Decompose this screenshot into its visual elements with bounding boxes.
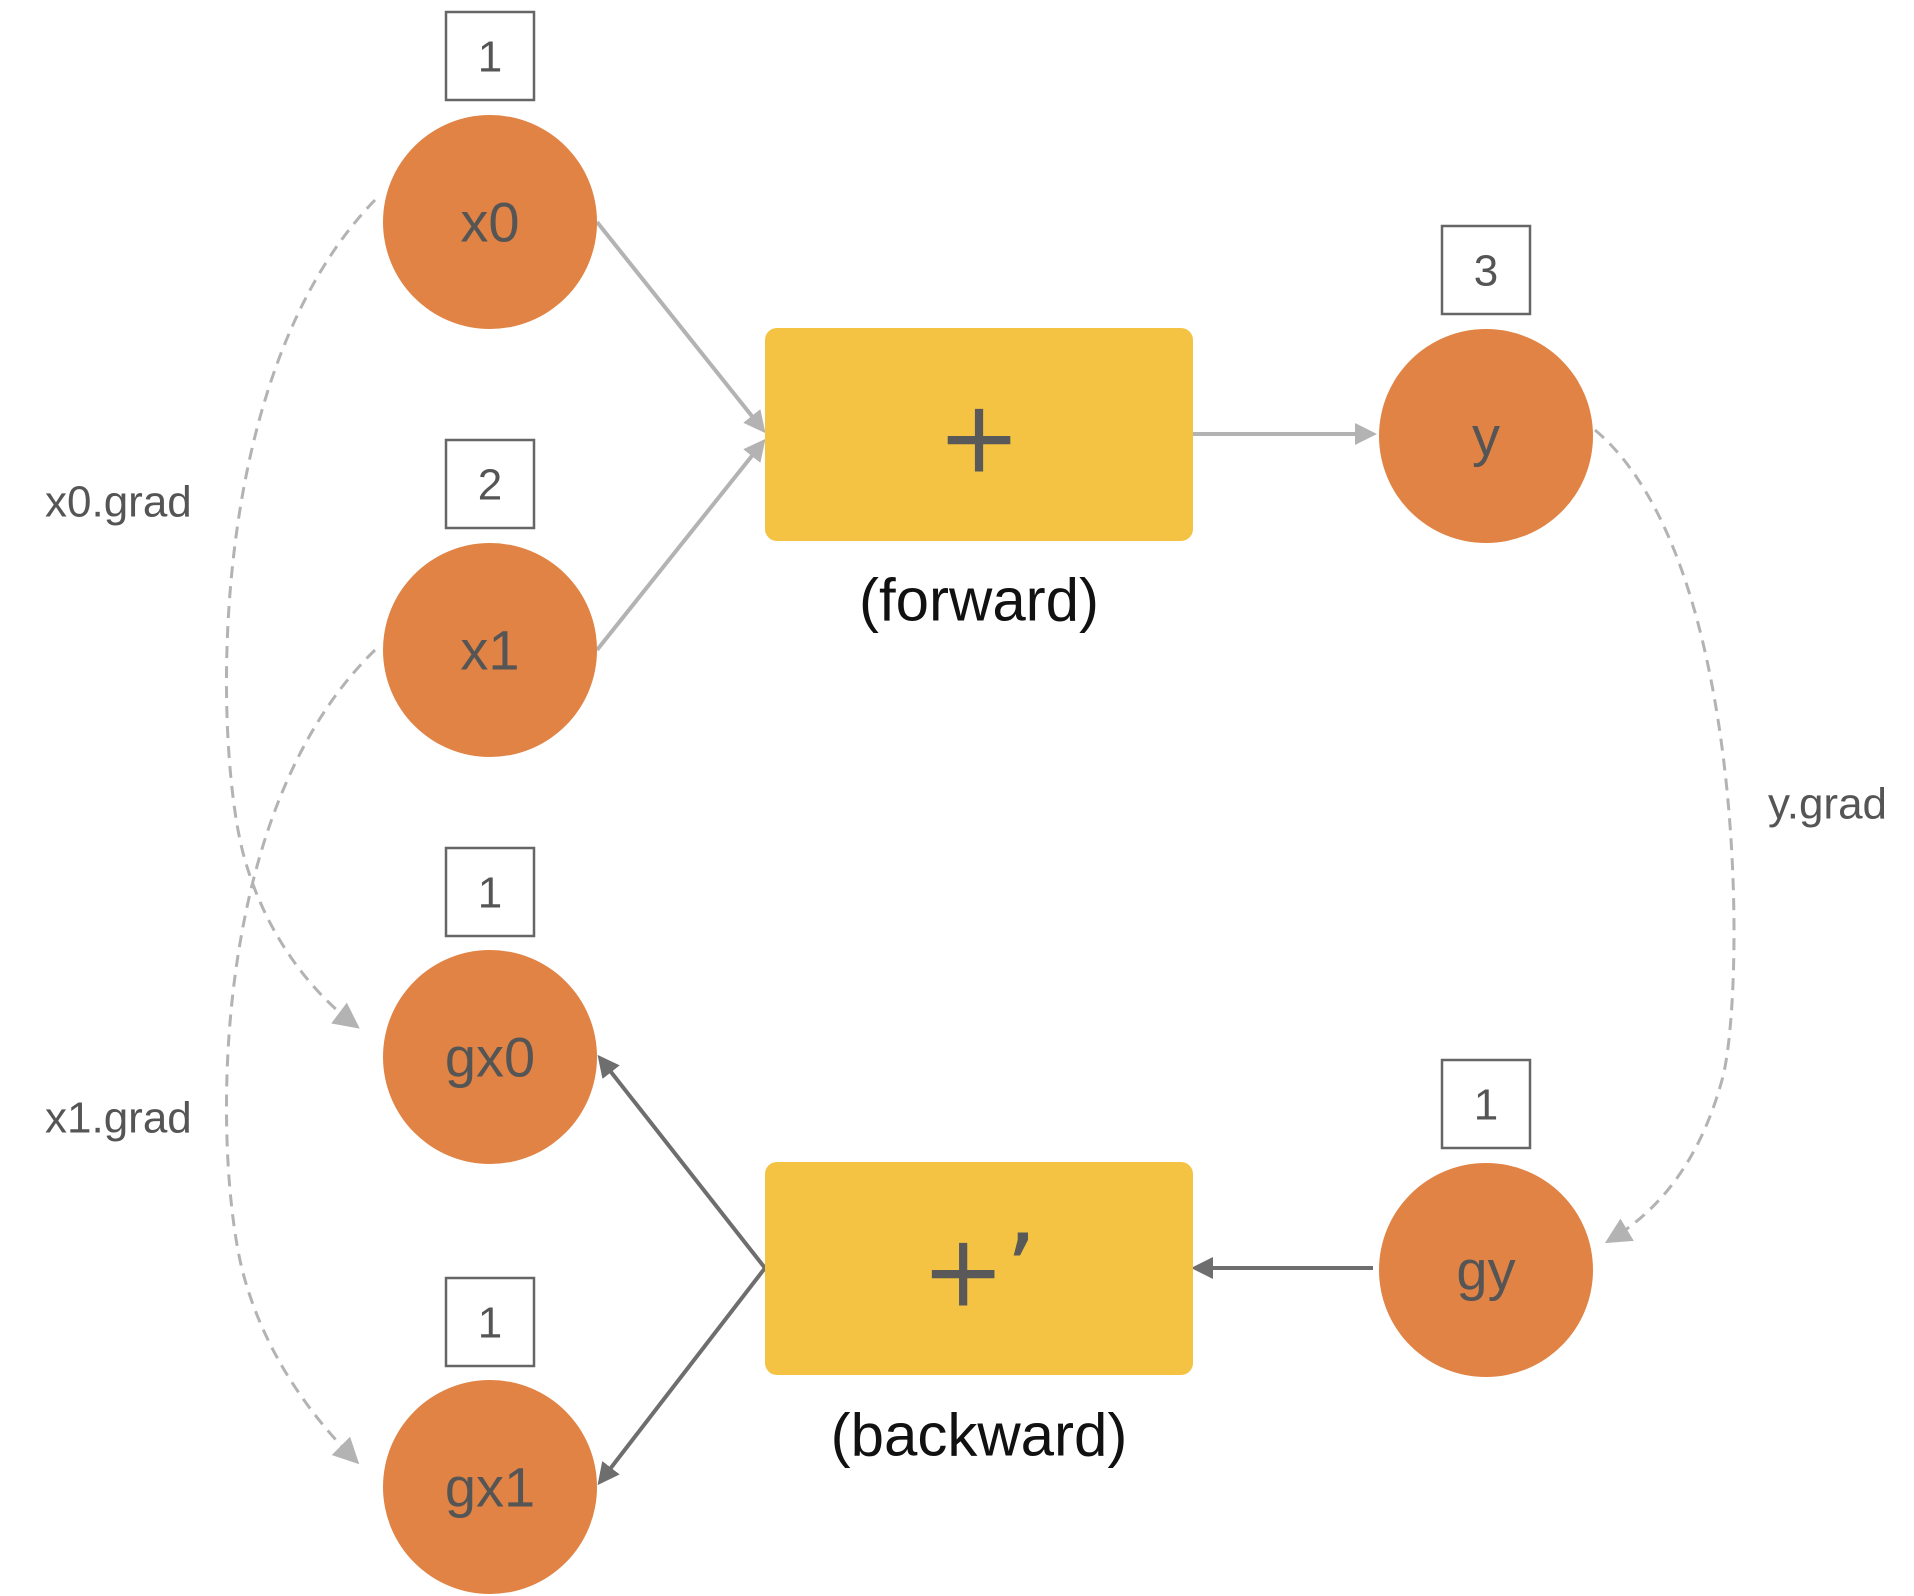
x1-value: 2 — [478, 461, 502, 510]
gx0-value: 1 — [478, 869, 502, 918]
x0-value: 1 — [478, 33, 502, 82]
y-grad-edge — [1594, 428, 1736, 1244]
gx1-circle — [383, 1380, 597, 1594]
x1-value-box — [444, 438, 536, 530]
gx1-value: 1 — [478, 1299, 502, 1348]
y-label: y — [1472, 405, 1500, 468]
gx1-value-box — [444, 1276, 536, 1368]
forward-caption: (forward) — [859, 567, 1099, 634]
backward-function-box — [765, 1162, 1193, 1375]
x0-circle — [383, 115, 597, 329]
backward-function-symbol: +’ — [921, 1213, 1037, 1330]
backward-to-gx0-edge — [597, 1054, 767, 1270]
x1-circle — [383, 543, 597, 757]
x0-to-forward-edge — [595, 220, 766, 434]
backward-caption: (backward) — [831, 1402, 1128, 1469]
x1-grad-label: x1.grad — [45, 1094, 192, 1143]
gy-value-box — [1440, 1058, 1532, 1150]
y-circle — [1379, 329, 1593, 543]
node-gx1: 1 gx1 — [383, 1276, 597, 1594]
gx1-label: gx1 — [445, 1456, 535, 1519]
x0-label: x0 — [460, 191, 519, 254]
y-grad-label: y.grad — [1768, 780, 1887, 829]
x1-to-forward-edge — [595, 438, 766, 652]
node-x1: 2 x1 — [383, 438, 597, 757]
x0-value-box — [444, 10, 536, 102]
x1-label: x1 — [460, 619, 519, 682]
x0-grad-label: x0.grad — [45, 478, 192, 527]
node-x0: 1 x0 — [383, 10, 597, 329]
gy-label: gy — [1456, 1239, 1515, 1302]
node-gx0: 1 gx0 — [383, 846, 597, 1164]
gx0-circle — [383, 950, 597, 1164]
backward-function: +’ (backward) — [765, 1162, 1193, 1469]
gy-circle — [1379, 1163, 1593, 1377]
gx0-label: gx0 — [445, 1026, 535, 1089]
y-value: 3 — [1474, 247, 1498, 296]
forward-function-box — [765, 328, 1193, 541]
y-value-box — [1440, 224, 1532, 316]
x1-grad-edge — [224, 648, 377, 1465]
gy-value: 1 — [1474, 1081, 1498, 1130]
x0-grad-edge — [225, 198, 377, 1029]
forward-function-symbol: + — [937, 379, 1021, 496]
forward-function: + (forward) — [765, 328, 1193, 634]
node-gy: 1 gy — [1379, 1058, 1593, 1377]
backward-to-gx1-edge — [597, 1266, 767, 1486]
node-y: 3 y — [1379, 224, 1593, 543]
gx0-value-box — [444, 846, 536, 938]
